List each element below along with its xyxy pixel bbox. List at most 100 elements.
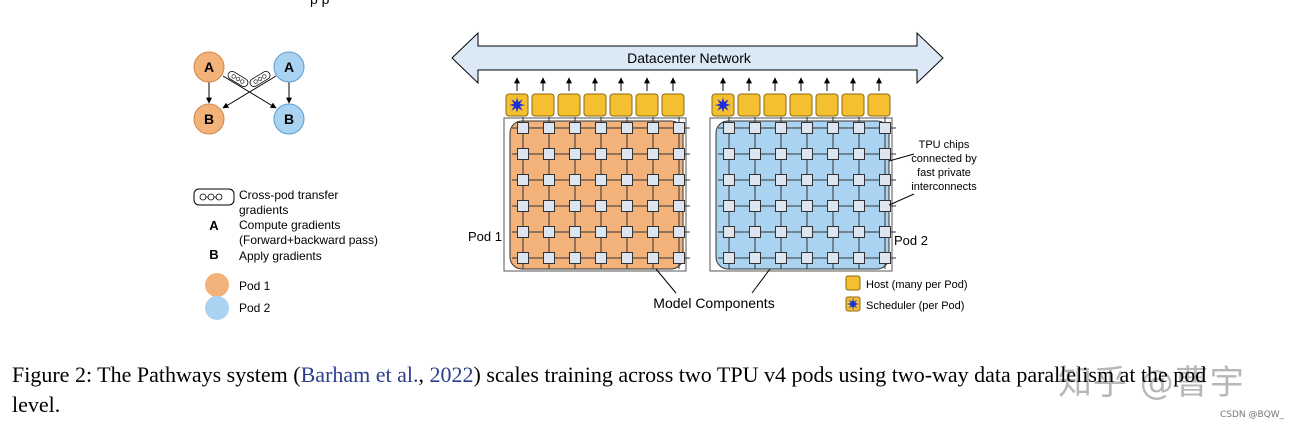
figure-caption: Figure 2: The Pathways system (Barham et…	[12, 360, 1212, 420]
pod2-tpu-chip	[879, 226, 891, 238]
model-pointer-left	[655, 268, 677, 294]
model-components-label: Model Components	[653, 295, 774, 311]
citation-author-link[interactable]: Barham et al.	[300, 362, 419, 387]
pod2-fabric	[715, 120, 890, 270]
pod1-tpu-chip	[543, 174, 555, 186]
pod2-tpu-chip	[723, 148, 735, 160]
pod1-tpu-chip	[569, 226, 581, 238]
pod1-tpu-chip	[517, 226, 529, 238]
pod2-tpu-chip	[801, 174, 813, 186]
pod1-tpu-chip	[569, 174, 581, 186]
model-pointer-right	[751, 268, 771, 294]
pod1-tpu-chip	[569, 252, 581, 264]
pod2-tpu-chip	[723, 174, 735, 186]
node-a-pod1-label: A	[204, 59, 214, 75]
pod1-tpu-chip	[621, 174, 633, 186]
pod1-group	[503, 77, 690, 272]
pod1-tpu-chip	[569, 200, 581, 212]
legend-pod2-label: Pod 2	[239, 301, 271, 315]
pod2-tpu-chip	[775, 252, 787, 264]
pod2-tpu-chip	[853, 226, 865, 238]
pod2-tpu-chip	[749, 148, 761, 160]
pod1-host	[557, 93, 581, 117]
pod2-tpu-chip	[775, 122, 787, 134]
pod2-tpu-chip	[879, 252, 891, 264]
pod1-host	[635, 93, 659, 117]
pod2-tpu-chip	[749, 200, 761, 212]
scheduler-legend-star-icon	[847, 298, 859, 310]
pod2-scheduler-icon	[715, 97, 731, 113]
pod1-tpu-chip	[673, 174, 685, 186]
legend-transfer-line1: Cross-pod transfer	[239, 188, 338, 202]
tpu-pods	[503, 77, 896, 272]
legend-a-key: A	[209, 218, 219, 233]
pod1-tpu-chip	[673, 226, 685, 238]
pod2-tpu-chip	[853, 122, 865, 134]
pod2-tpu-chip	[853, 174, 865, 186]
pod1-tpu-chip	[569, 148, 581, 160]
pod2-tpu-chip	[879, 122, 891, 134]
pod1-tpu-chip	[673, 148, 685, 160]
pod2-host	[867, 93, 891, 117]
node-a-pod1	[193, 51, 225, 83]
legend-b-line1: Apply gradients	[239, 249, 322, 263]
left-legend: Cross-pod transfer gradients A Compute g…	[193, 188, 378, 320]
tpu-pointer-top	[888, 153, 915, 162]
pod1-tpu-chip	[595, 122, 607, 134]
pod2-host	[841, 93, 865, 117]
pod2-tpu-chip	[723, 200, 735, 212]
tpu-annotation-line3: fast private	[917, 167, 971, 179]
legend-pod2-swatch	[205, 296, 229, 320]
pod2-tpu-chip	[775, 174, 787, 186]
pod2-tpu-chip	[853, 148, 865, 160]
pod2-group	[709, 77, 896, 272]
pod2-tpu-chip	[853, 252, 865, 264]
pod2-tpu-chip	[775, 148, 787, 160]
legend-b-key: B	[209, 247, 218, 262]
pod2-tpu-chip	[879, 148, 891, 160]
node-b-pod1	[193, 103, 225, 135]
node-b-pod2	[273, 103, 305, 135]
pod1-tpu-chip	[621, 200, 633, 212]
pod1-tpu-chip	[595, 148, 607, 160]
pod2-tpu-chip	[775, 200, 787, 212]
pod1-tpu-chip	[543, 122, 555, 134]
citation-year-link[interactable]: 2022	[429, 362, 474, 387]
tpu-pointer-bottom	[888, 193, 915, 206]
pod1-tpu-chip	[647, 200, 659, 212]
pod1-tpu-chip	[543, 200, 555, 212]
zhihu-watermark: 知乎 @曹宇	[1058, 363, 1245, 403]
legend-pod1-label: Pod 1	[239, 279, 271, 293]
transfer-legend-icon	[193, 188, 235, 206]
pod1-tpu-chip	[647, 226, 659, 238]
pod1-tpu-chip	[621, 226, 633, 238]
pod1-tpu-chip	[517, 122, 529, 134]
pod2-tpu-chip	[749, 252, 761, 264]
pod2-tpu-chip	[749, 226, 761, 238]
pod1-tpu-chip	[517, 200, 529, 212]
pod1-tpu-chip	[543, 226, 555, 238]
caption-prefix: Figure 2: The Pathways system (	[12, 362, 301, 387]
gradient-schematic: A A B B	[193, 51, 305, 135]
scheduler-legend-label: Scheduler (per Pod)	[866, 300, 964, 312]
transfer-pill-icon-2	[249, 70, 271, 88]
pod2-tpu-chip	[827, 252, 839, 264]
pathways-diagram: p p A A B	[193, 0, 977, 320]
pod1-tpu-chip	[621, 148, 633, 160]
pod2-tpu-chip	[749, 122, 761, 134]
pod1-tpu-chip	[595, 226, 607, 238]
tpu-annotation-line4: interconnects	[911, 181, 977, 193]
pod2-tpu-chip	[827, 174, 839, 186]
pod1-label: Pod 1	[468, 229, 502, 244]
pod1-tpu-chip	[595, 174, 607, 186]
pod2-host	[815, 93, 839, 117]
pod1-host	[609, 93, 633, 117]
pod1-tpu-chip	[647, 174, 659, 186]
legend-a-line2: (Forward+backward pass)	[239, 233, 378, 247]
pod2-label: Pod 2	[894, 233, 928, 248]
datacenter-network-label: Datacenter Network	[627, 50, 752, 66]
pod1-tpu-chip	[621, 122, 633, 134]
pod2-tpu-chip	[879, 174, 891, 186]
pod2-tpu-chip	[723, 252, 735, 264]
pod1-tpu-chip	[647, 122, 659, 134]
